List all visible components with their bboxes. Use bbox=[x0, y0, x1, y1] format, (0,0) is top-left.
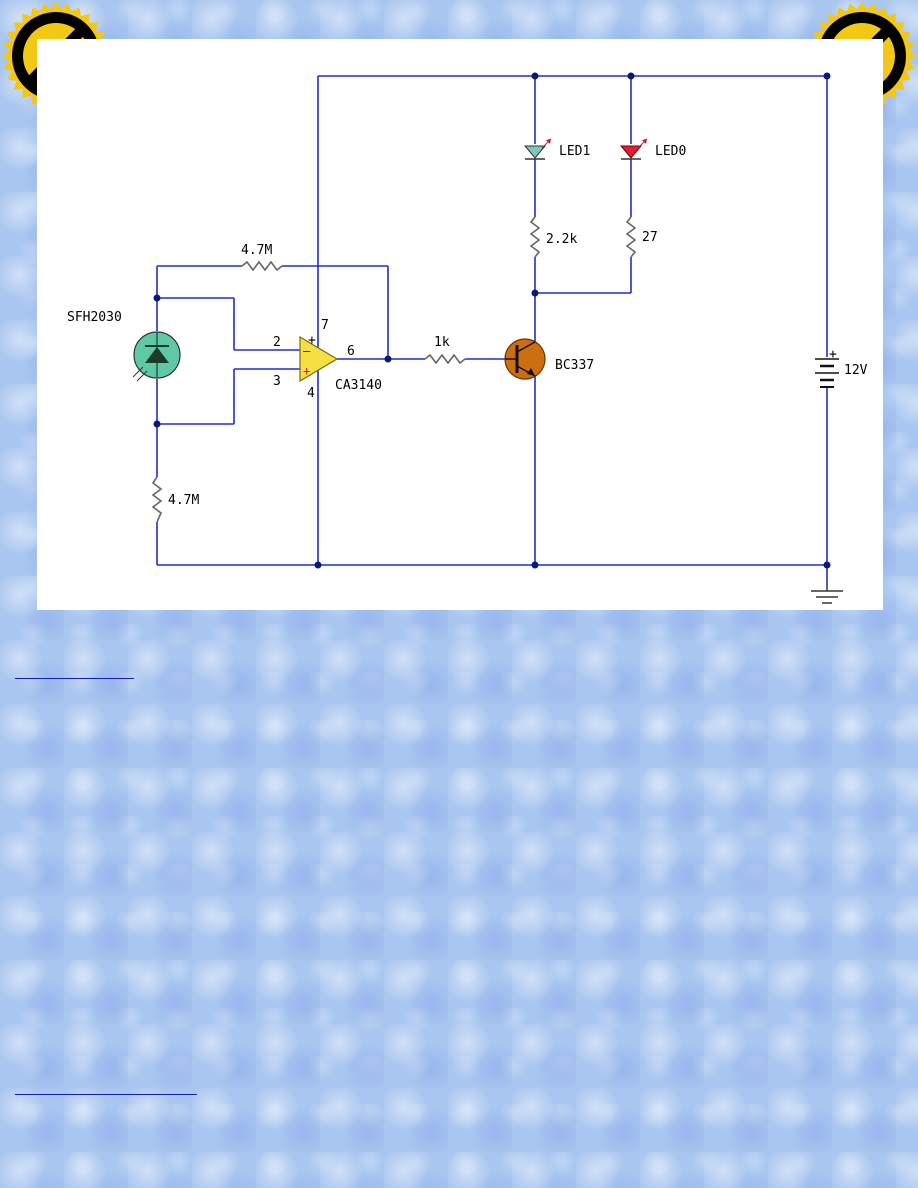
opamp-pin-3: 3 bbox=[273, 374, 281, 389]
circuit-schematic: 4.7M SFH2030 – + + 2 3 4 6 7 CA3140 1k B… bbox=[67, 72, 868, 604]
transistor-label: BC337 bbox=[555, 358, 594, 373]
led1-resistor: 2.2k bbox=[529, 216, 577, 258]
led0-resistor: 27 bbox=[625, 216, 658, 258]
bottom-resistor: 4.7M bbox=[151, 476, 199, 523]
feedback-resistor: 4.7M bbox=[241, 243, 283, 272]
led1-resistor-label: 2.2k bbox=[546, 232, 577, 247]
base-resistor: 1k bbox=[424, 335, 466, 365]
battery-label: 12V bbox=[844, 363, 868, 378]
opamp-minus-sign: – bbox=[303, 344, 311, 358]
transistor: BC337 bbox=[504, 338, 594, 380]
opamp-pin-7: 7 bbox=[321, 318, 329, 333]
base-resistor-label: 1k bbox=[434, 335, 450, 350]
wires bbox=[156, 75, 828, 584]
photodiode-sensor: SFH2030 bbox=[67, 310, 181, 382]
opamp-supply-plus: + bbox=[308, 333, 316, 348]
ground-icon bbox=[811, 584, 843, 604]
opamp-pin-2: 2 bbox=[273, 335, 281, 350]
led0: LED0 bbox=[619, 138, 686, 160]
opamp-plus-input-sign: + bbox=[303, 364, 310, 378]
opamp: – + + 2 3 4 6 7 CA3140 bbox=[273, 318, 382, 401]
opamp-pin-6: 6 bbox=[347, 344, 355, 359]
opamp-pin-4: 4 bbox=[307, 386, 315, 401]
led0-label: LED0 bbox=[655, 144, 686, 159]
sensor-label: SFH2030 bbox=[67, 310, 122, 325]
battery: + 12V bbox=[815, 347, 868, 388]
led0-resistor-label: 27 bbox=[642, 230, 658, 245]
led1-label: LED1 bbox=[559, 144, 590, 159]
battery-plus-sign: + bbox=[829, 347, 837, 362]
feedback-resistor-label: 4.7M bbox=[241, 243, 272, 258]
opamp-label: CA3140 bbox=[335, 378, 382, 393]
schematic-panel: 4.7M SFH2030 – + + 2 3 4 6 7 CA3140 1k B… bbox=[37, 39, 883, 610]
junction-dots bbox=[153, 72, 831, 569]
led1: LED1 bbox=[523, 138, 590, 160]
link-1[interactable] bbox=[15, 678, 134, 679]
link-2[interactable] bbox=[15, 1094, 197, 1095]
bottom-resistor-label: 4.7M bbox=[168, 493, 199, 508]
